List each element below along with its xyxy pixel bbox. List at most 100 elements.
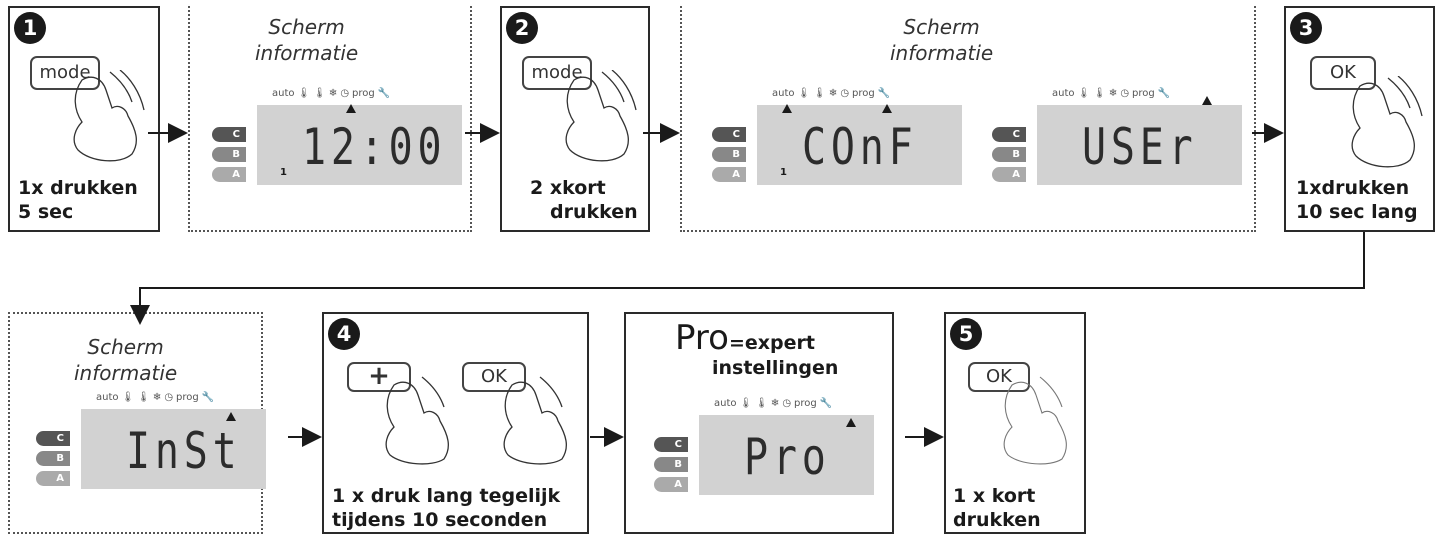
step-5-panel	[944, 312, 1086, 534]
hand-icon-5	[1003, 376, 1067, 465]
indicator-triangle	[782, 104, 792, 113]
auto-icon: auto	[714, 398, 737, 409]
pro-title-line2: instellingen	[712, 357, 839, 379]
ok-button-3[interactable]: OK	[1310, 56, 1376, 90]
info-label-2: Scherm informatie	[890, 15, 994, 65]
wrench-icon: 🔧	[201, 392, 215, 403]
clock-icon: ◷	[782, 398, 792, 409]
clock-icon: ◷	[340, 88, 350, 99]
lcd-display-2: auto🌡🌡❄◷prog🔧 C B A COnF 1	[712, 88, 962, 185]
mode-b-pill: B	[992, 147, 1026, 162]
mode-b-pill: B	[212, 147, 246, 162]
info-label-1: Scherm informatie	[255, 15, 359, 65]
lcd-value: COnF	[802, 118, 918, 176]
lcd-value: InSt	[126, 422, 242, 480]
prog-icon: prog	[352, 88, 375, 99]
snowflake-icon: ❄	[328, 88, 338, 99]
lcd-display-3: auto🌡🌡❄◷prog🔧 C B A USEr	[992, 88, 1242, 185]
step-4-panel	[322, 312, 589, 534]
mode-b-pill: B	[712, 147, 746, 162]
auto-icon: auto	[272, 88, 295, 99]
thermometer-low-icon: 🌡	[313, 88, 326, 99]
thermometer-icon: 🌡	[297, 88, 311, 99]
clock-icon: ◷	[1120, 88, 1130, 99]
hand-icon-2	[565, 70, 637, 162]
pro-title: Pro=expert	[675, 318, 815, 358]
arrow-return	[130, 232, 1365, 325]
lcd-icon-row: auto🌡🌡❄◷prog🔧	[272, 88, 393, 104]
snowflake-icon: ❄	[828, 88, 838, 99]
step-4-label: 1 x druk lang tegelijk tijdens 10 second…	[332, 485, 561, 531]
step-2-number: 2	[506, 12, 538, 44]
thermometer-icon: 🌡	[121, 392, 135, 403]
pro-title-big: Pro	[675, 318, 729, 358]
auto-icon: auto	[1052, 88, 1075, 99]
hand-icon-4a	[385, 376, 450, 465]
snowflake-icon: ❄	[770, 398, 780, 409]
step-4-number: 4	[328, 318, 360, 350]
step-3-panel	[1284, 6, 1435, 232]
mode-button-1[interactable]: mode	[30, 56, 100, 90]
mode-c-pill: C	[992, 127, 1026, 142]
snowflake-icon: ❄	[1108, 88, 1118, 99]
step-3-number: 3	[1290, 12, 1322, 44]
mode-a-pill: A	[654, 477, 688, 492]
lcd-icon-row: auto🌡🌡❄◷prog🔧	[1052, 88, 1173, 104]
ok-button-5[interactable]: OK	[968, 362, 1030, 392]
prog-icon: prog	[1132, 88, 1155, 99]
lcd-value: 12:00	[302, 118, 447, 176]
info-label-3: Scherm informatie	[74, 335, 178, 385]
lcd-icon-row: auto🌡🌡❄◷prog🔧	[714, 398, 835, 414]
clock-icon: ◷	[840, 88, 850, 99]
indicator-triangle-2	[882, 104, 892, 113]
hand-icon-1	[73, 70, 145, 162]
lcd-small-digit: 1	[280, 167, 287, 178]
thermometer-low-icon: 🌡	[755, 398, 768, 409]
lcd-value: USEr	[1082, 118, 1198, 176]
mode-button-2[interactable]: mode	[522, 56, 592, 90]
lcd-screen	[1037, 105, 1242, 185]
hand-icon-4b	[503, 376, 568, 465]
step-2-panel	[500, 6, 650, 232]
thermometer-low-icon: 🌡	[137, 392, 150, 403]
ok-button-4[interactable]: OK	[462, 362, 526, 392]
thermometer-icon: 🌡	[739, 398, 753, 409]
mode-c-pill: C	[212, 127, 246, 142]
lcd-screen	[257, 105, 462, 185]
info-panel-1	[188, 6, 472, 232]
prog-icon: prog	[794, 398, 817, 409]
lcd-screen	[699, 415, 874, 495]
mode-c-pill: C	[712, 127, 746, 142]
wrench-icon: 🔧	[877, 88, 891, 99]
clock-icon: ◷	[164, 392, 174, 403]
indicator-triangle	[846, 418, 856, 427]
mode-a-pill: A	[212, 167, 246, 182]
lcd-display-5: auto🌡🌡❄◷prog🔧 C B A Pro	[654, 398, 904, 495]
mode-c-pill: C	[36, 431, 70, 446]
prog-icon: prog	[852, 88, 875, 99]
plus-button[interactable]: +	[347, 362, 411, 392]
auto-icon: auto	[772, 88, 795, 99]
snowflake-icon: ❄	[152, 392, 162, 403]
pro-panel	[624, 312, 894, 534]
info-panel-2	[680, 6, 1256, 232]
wrench-icon: 🔧	[1157, 88, 1171, 99]
mode-a-pill: A	[712, 167, 746, 182]
mode-a-pill: A	[992, 167, 1026, 182]
lcd-display-1: auto🌡🌡❄◷prog🔧 C B A 12:00 1	[212, 88, 462, 185]
auto-icon: auto	[96, 392, 119, 403]
step-5-label: 1 x kort drukken	[953, 485, 1041, 531]
wrench-icon: 🔧	[377, 88, 391, 99]
lcd-value: Pro	[744, 428, 831, 486]
prog-icon: prog	[176, 392, 199, 403]
step-1-panel	[8, 6, 160, 232]
step-2-label-line1: 2 xkort	[530, 177, 606, 199]
lcd-screen	[81, 409, 266, 489]
step-5-number: 5	[950, 318, 982, 350]
wrench-icon: 🔧	[819, 398, 833, 409]
lcd-screen	[757, 105, 962, 185]
lcd-icon-row: auto🌡🌡❄◷prog🔧	[96, 392, 217, 408]
step-3-label: 1xdrukken 10 sec lang	[1296, 177, 1418, 223]
indicator-triangle	[226, 412, 236, 421]
